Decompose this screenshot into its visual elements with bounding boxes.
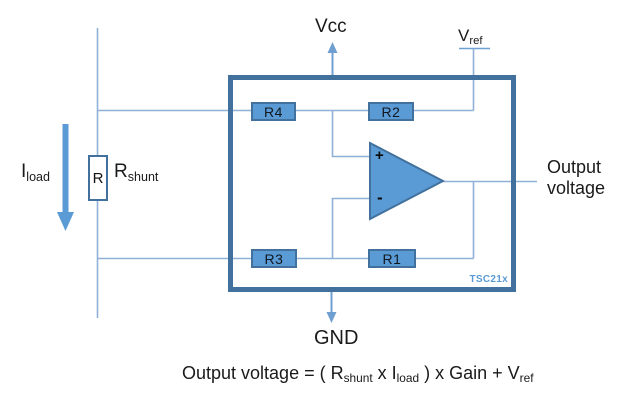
output-voltage-line1: Output xyxy=(547,157,602,177)
rshunt-label: Rshunt xyxy=(114,161,159,184)
formula-sub-ref: ref xyxy=(519,371,534,386)
output-voltage-formula: Output voltage = ( Rshunt x Iload ) x Ga… xyxy=(182,363,534,386)
vref-label: Vref xyxy=(458,26,483,48)
output-voltage-label: Output voltage xyxy=(547,157,605,199)
vcc-arrow-icon xyxy=(327,42,338,53)
formula-segment: ) x Gain + V xyxy=(419,363,520,383)
iload-arrow-head xyxy=(57,212,74,231)
iload-label: Iload xyxy=(21,161,50,184)
formula-sub-shunt: shunt xyxy=(343,371,373,386)
chip-name-label: TSC21x xyxy=(469,274,508,285)
formula-segment: Output voltage = ( R xyxy=(182,363,344,383)
gnd-arrow-icon xyxy=(326,312,337,323)
formula-segment: x I xyxy=(372,363,397,383)
wire-plus-input-branch xyxy=(331,110,371,158)
opamp-plus-input-label: + xyxy=(375,147,384,164)
resistor-r1: R1 xyxy=(368,249,416,268)
iload-arrow-shaft xyxy=(62,124,69,212)
resistor-r4: R4 xyxy=(251,102,296,121)
resistor-r3: R3 xyxy=(251,249,297,268)
wire-minus-input-branch xyxy=(331,197,371,259)
formula-sub-load: load xyxy=(396,371,420,386)
vcc-label: Vcc xyxy=(315,16,347,37)
opamp-triangle xyxy=(369,141,446,221)
ic-boundary-box xyxy=(228,75,516,292)
shunt-resistor-box: R xyxy=(88,155,108,201)
opamp-minus-input-label: - xyxy=(377,188,383,207)
resistor-r2: R2 xyxy=(368,102,414,121)
gnd-label: GND xyxy=(314,327,359,349)
output-voltage-line2: voltage xyxy=(547,178,606,198)
